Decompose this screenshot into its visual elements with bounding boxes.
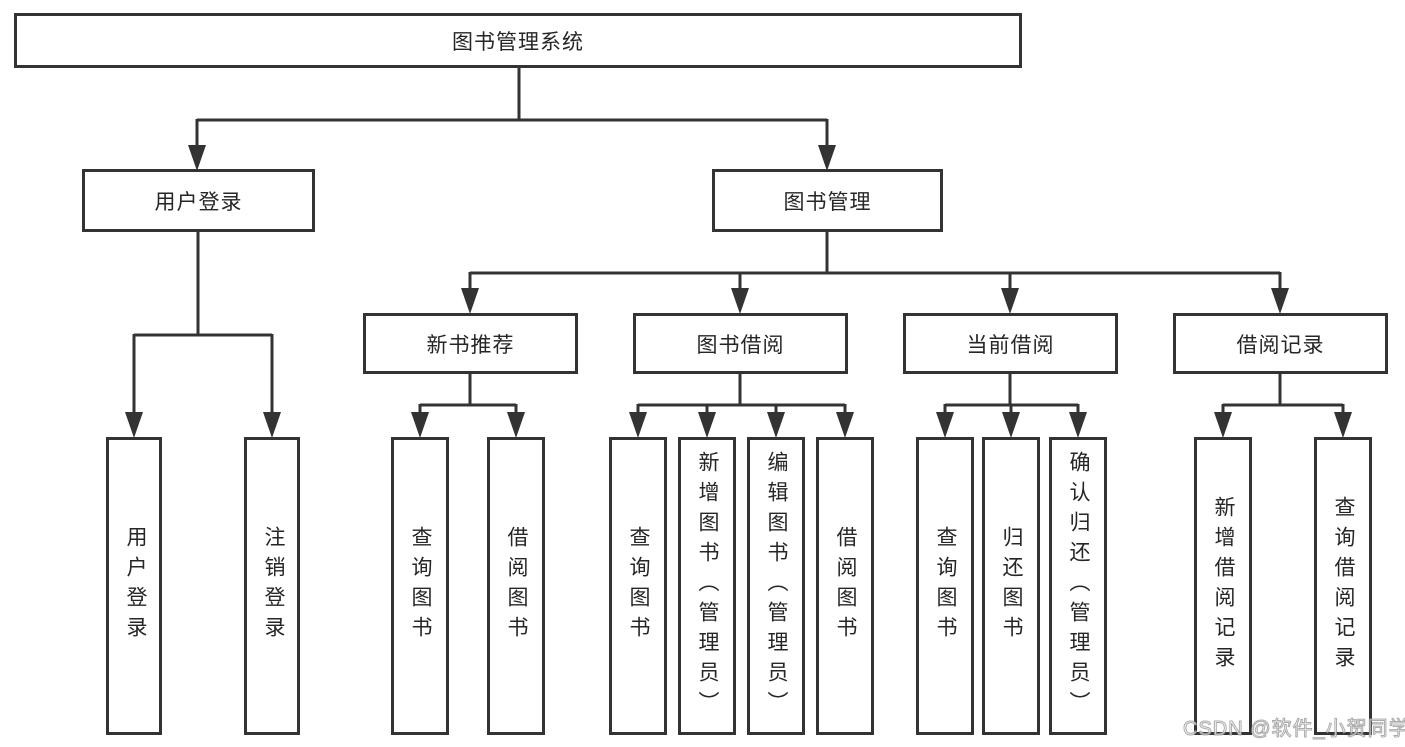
- leaf-add-borrow-record-label: 新增借阅记录: [1212, 496, 1235, 676]
- leaf-query-borrow-record-label: 查询借阅记录: [1332, 496, 1355, 676]
- leaf-return-book-label: 归还图书: [1000, 526, 1023, 646]
- node-new-book-recommend: 新书推荐: [363, 313, 578, 374]
- node-borrow-records: 借阅记录: [1173, 313, 1388, 374]
- node-library-system-label: 图书管理系统: [452, 30, 584, 54]
- leaf-newbook-query-label: 查询图书: [409, 526, 432, 646]
- leaf-edit-book-admin-label: 编辑图书（管理员）: [765, 451, 788, 721]
- node-book-borrowing: 图书借阅: [633, 313, 848, 374]
- node-book-borrowing-label: 图书借阅: [696, 333, 785, 357]
- node-book-management: 图书管理: [712, 169, 943, 232]
- leaf-query-borrow-record: 查询借阅记录: [1314, 437, 1372, 735]
- leaf-add-book-admin-label: 新增图书（管理员）: [696, 451, 719, 721]
- leaf-confirm-return-admin-label: 确认归还（管理员）: [1067, 451, 1090, 721]
- node-current-borrowing: 当前借阅: [903, 313, 1118, 374]
- leaf-add-book-admin: 新增图书（管理员）: [678, 437, 736, 735]
- node-current-borrowing-label: 当前借阅: [966, 333, 1055, 357]
- arrowheads: [125, 145, 1352, 438]
- leaf-user-login: 用户登录: [106, 437, 162, 735]
- leaf-newbook-query: 查询图书: [391, 437, 449, 735]
- node-new-book-recommend-label: 新书推荐: [426, 333, 515, 357]
- leaf-borrow-query: 查询图书: [609, 437, 667, 735]
- leaf-edit-book-admin: 编辑图书（管理员）: [747, 437, 805, 735]
- leaf-newbook-borrow: 借阅图书: [487, 437, 545, 735]
- leaf-borrow-book-label: 借阅图书: [834, 526, 857, 646]
- node-borrow-records-label: 借阅记录: [1236, 333, 1325, 357]
- leaf-add-borrow-record: 新增借阅记录: [1194, 437, 1252, 735]
- leaf-current-query: 查询图书: [916, 437, 974, 735]
- leaf-confirm-return-admin: 确认归还（管理员）: [1049, 437, 1107, 735]
- leaf-current-query-label: 查询图书: [934, 526, 957, 646]
- leaf-logout-label: 注销登录: [262, 526, 285, 646]
- csdn-watermark: CSDN @软件_小贺同学: [1183, 718, 1405, 741]
- node-user-login-label: 用户登录: [154, 190, 243, 214]
- leaf-borrow-query-label: 查询图书: [627, 526, 650, 646]
- node-library-system: 图书管理系统: [14, 13, 1022, 68]
- leaf-return-book: 归还图书: [982, 437, 1040, 735]
- leaf-borrow-book: 借阅图书: [816, 437, 874, 735]
- leaf-user-login-label: 用户登录: [124, 526, 147, 646]
- connector-path: [132, 68, 1345, 414]
- node-book-management-label: 图书管理: [783, 190, 872, 214]
- leaf-logout: 注销登录: [244, 437, 300, 735]
- leaf-newbook-borrow-label: 借阅图书: [505, 526, 528, 646]
- node-user-login: 用户登录: [82, 169, 315, 232]
